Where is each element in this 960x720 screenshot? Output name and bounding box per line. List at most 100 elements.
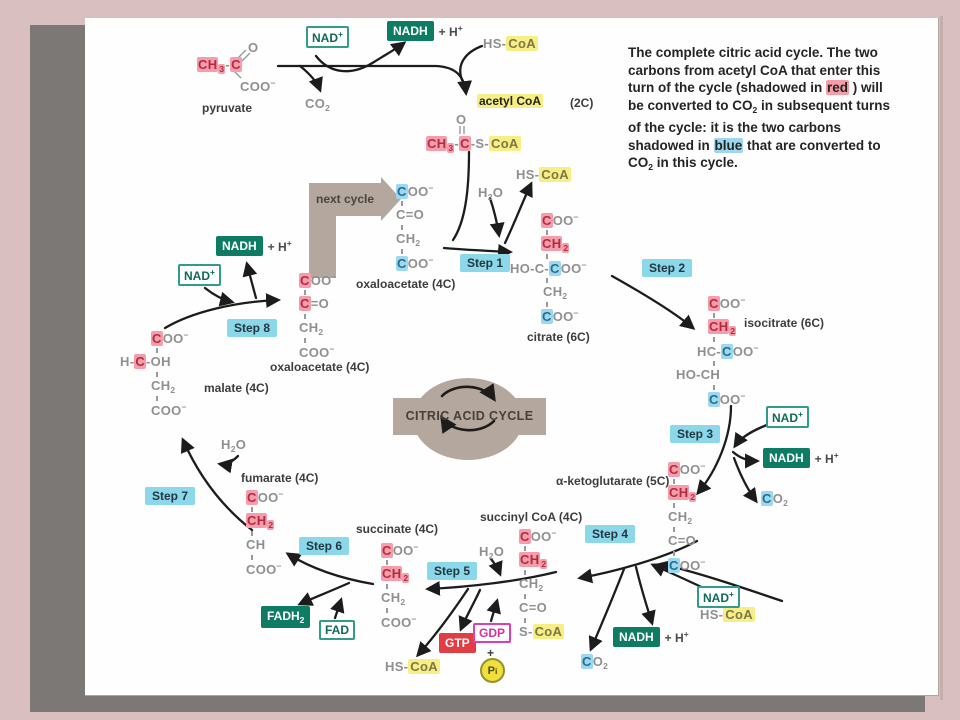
molecule-succinyl-coa-row-4: S-CoA — [519, 624, 565, 639]
bond-alpha-ketoglutarate-3 — [673, 527, 675, 532]
molecule-alpha-ketoglutarate-row-4: COO− — [668, 557, 706, 573]
text-co2-top: CO2 — [305, 96, 331, 113]
bond-succinyl-coa-3 — [524, 594, 526, 599]
bond-citrate-2 — [546, 254, 548, 259]
text-h2o-left: H2O — [221, 437, 247, 454]
bond-fumarate-3 — [251, 555, 253, 560]
box-gdp: GDP — [473, 623, 512, 643]
box-group-gtp: GTP — [439, 633, 476, 653]
caption-line-4: be converted to CO2 in subsequent turns — [628, 97, 891, 115]
step-badge-5: Step 5 — [427, 562, 478, 580]
text-acetyl-coa-label: acetyl CoA — [477, 94, 544, 108]
molecule-citrate-row-0: COO− — [541, 212, 579, 228]
step-badge-7: Step 7 — [145, 487, 196, 505]
box-group-nad-left: NAD+ — [178, 264, 221, 286]
step-badge-1: Step 1 — [460, 254, 511, 272]
molecule-isocitrate-row-3: HO-CH — [676, 367, 721, 382]
bond-alpha-ketoglutarate-4 — [673, 551, 675, 556]
cycle-badge-title: CITRIC ACID CYCLE — [405, 409, 534, 423]
molecule-oxaloacetate-left-row-0: COO− — [299, 272, 337, 288]
molecule-succinate-row-0: COO− — [381, 542, 419, 558]
box-fad: FAD — [319, 620, 355, 640]
molecule-fumarate-row-0: COO− — [246, 489, 284, 505]
molecule-oxaloacetate-top-row-2: CH2 — [396, 231, 421, 248]
box-group-gdp: GDP — [473, 623, 512, 643]
box-nad-left: NAD+ — [178, 264, 221, 286]
step-badge-6: Step 6 — [299, 537, 350, 555]
molecule-malate-row-0: COO− — [151, 330, 189, 346]
text-h2o-step5: H2O — [479, 544, 505, 561]
molecule-alpha-ketoglutarate-row-2: CH2 — [668, 509, 693, 526]
bond-oxaloacetate-top-3 — [401, 249, 403, 254]
box-group-nadh-left: NADH+ H+ — [216, 236, 292, 256]
molecule-malate-row-3: COO− — [151, 402, 187, 418]
text-hscoa-top: HS-CoA — [483, 36, 538, 51]
molecule-oxaloacetate-left-row-1: C=O — [299, 296, 330, 311]
text-acetyl-2c: (2C) — [570, 96, 594, 110]
caption-line-2: carbons from acetyl CoA that enter this — [628, 62, 881, 78]
text-hscoa-step4: HS-CoA — [700, 607, 755, 622]
molecule-succinate-row-2: CH2 — [381, 590, 406, 607]
bond-succinyl-coa-1 — [524, 546, 526, 551]
text-hscoa-step5: HS-CoA — [385, 659, 440, 674]
bond-citrate-1 — [546, 230, 548, 235]
molecule-oxaloacetate-top-row-3: COO− — [396, 255, 434, 271]
box-gtp: GTP — [439, 633, 476, 653]
caption-line-3: turn of the cycle (shadowed in red ) wil… — [628, 80, 883, 95]
bond-isocitrate-4 — [713, 385, 715, 390]
bond-succinyl-coa-4 — [524, 618, 526, 623]
box-group-nad-top: NAD+ — [306, 26, 349, 48]
step-badge-8: Step 8 — [227, 319, 278, 337]
molecule-label-isocitrate: isocitrate (6C) — [744, 316, 825, 330]
molecule-label-succinate: succinate (4C) — [356, 522, 439, 536]
box-nadh-step4: NADH — [613, 627, 660, 647]
bond-oxaloacetate-left-1 — [304, 290, 306, 295]
text-co2-step4: CO2 — [581, 654, 609, 671]
box-group-nadh-step4: NADH+ H+ — [613, 627, 689, 647]
box-group-nadh-top: NADH+ H+ — [387, 21, 463, 41]
right-edge-line — [940, 16, 943, 700]
caption-line-7: CO2 in this cycle. — [628, 155, 738, 172]
bond-succinate-1 — [386, 560, 388, 565]
molecule-oxaloacetate-top-row-1: C=O — [396, 207, 424, 222]
molecule-oxaloacetate-top-row-0: COO− — [396, 183, 434, 199]
suffix-nadh-top: + H+ — [438, 23, 463, 39]
molecule-succinyl-coa-row-3: C=O — [519, 600, 547, 615]
step-badge-3: Step 3 — [670, 425, 721, 443]
molecule-citrate-row-3: CH2 — [543, 284, 568, 301]
bond-malate-1 — [156, 348, 158, 353]
molecule-malate-row-1: H-C-OH — [120, 354, 171, 369]
molecule-label-malate: malate (4C) — [204, 381, 269, 395]
bond-oxaloacetate-top-2 — [401, 225, 403, 230]
bond-succinate-2 — [386, 584, 388, 589]
caption-line-6: shadowed in blue that are converted to — [628, 137, 881, 153]
box-fadh2: FADH2 — [261, 606, 311, 628]
bond-oxaloacetate-left-3 — [304, 338, 306, 343]
molecule-alpha-ketoglutarate-row-0: COO− — [668, 461, 706, 477]
box-nad-top: NAD+ — [306, 26, 349, 48]
suffix-nadh-left: + H+ — [267, 238, 292, 254]
molecule-oxaloacetate-left-row-2: CH2 — [299, 320, 324, 337]
box-nad-right: NAD+ — [766, 406, 809, 428]
box-group-nadh-right: NADH+ H+ — [763, 448, 839, 468]
box-group-fadh2: FADH2 — [261, 606, 311, 628]
box-group-fad: FAD — [319, 620, 355, 640]
text-acetyl-o: O — [456, 112, 467, 127]
bond-malate-3 — [156, 396, 158, 401]
molecule-label-fumarate: fumarate (4C) — [241, 471, 319, 485]
box-nadh-top: NADH — [387, 21, 434, 41]
molecule-succinate-row-3: COO− — [381, 614, 417, 630]
bond-isocitrate-1 — [713, 313, 715, 318]
next-cycle-arrow-body — [309, 183, 381, 216]
box-nad-step4: NAD+ — [697, 586, 740, 608]
molecule-succinyl-coa-row-2: CH2 — [519, 576, 544, 593]
suffix-nadh-right: + H+ — [814, 450, 839, 466]
